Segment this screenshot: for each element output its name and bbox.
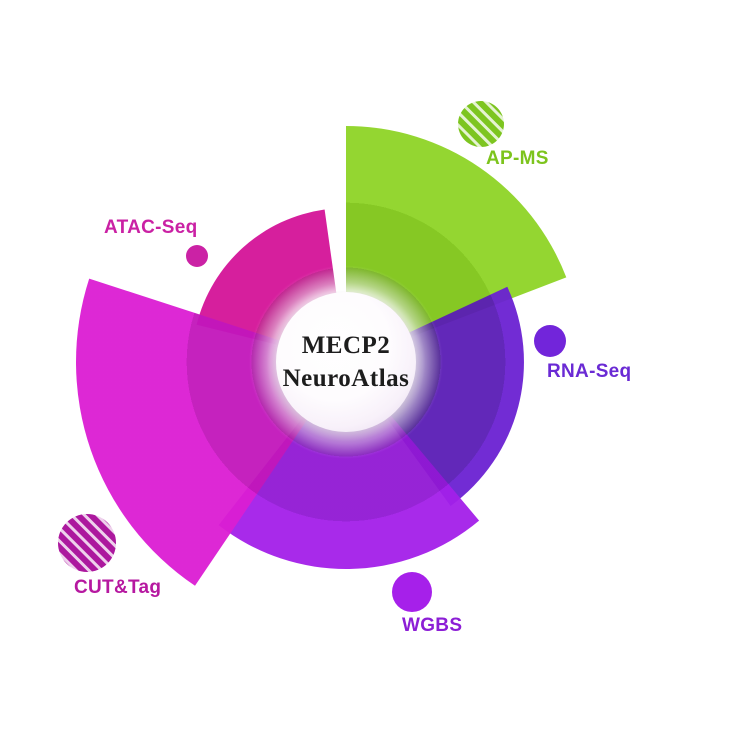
label-atac-seq: ATAC-Seq xyxy=(104,217,198,238)
ap-ms-hatched-circle xyxy=(458,101,504,147)
label-rna-seq: RNA-Seq xyxy=(547,361,632,382)
label-ap-ms: AP-MS xyxy=(486,148,549,169)
segment-wgbs xyxy=(218,362,480,570)
wgbs-dot xyxy=(392,572,432,612)
rna-seq-dot xyxy=(534,325,566,357)
label-cut-tag: CUT&Tag xyxy=(74,577,162,598)
markers-layer xyxy=(58,101,566,612)
center-title-line1: MECP2 xyxy=(301,332,391,359)
center-hub-title: MECP2 NeuroAtlas xyxy=(236,294,456,430)
atac-seq-dot xyxy=(186,245,208,267)
center-title-line2: NeuroAtlas xyxy=(282,365,410,392)
label-wgbs: WGBS xyxy=(402,615,463,636)
center-hub-circle xyxy=(276,292,416,432)
cut-tag-hatched-circle xyxy=(58,514,116,572)
